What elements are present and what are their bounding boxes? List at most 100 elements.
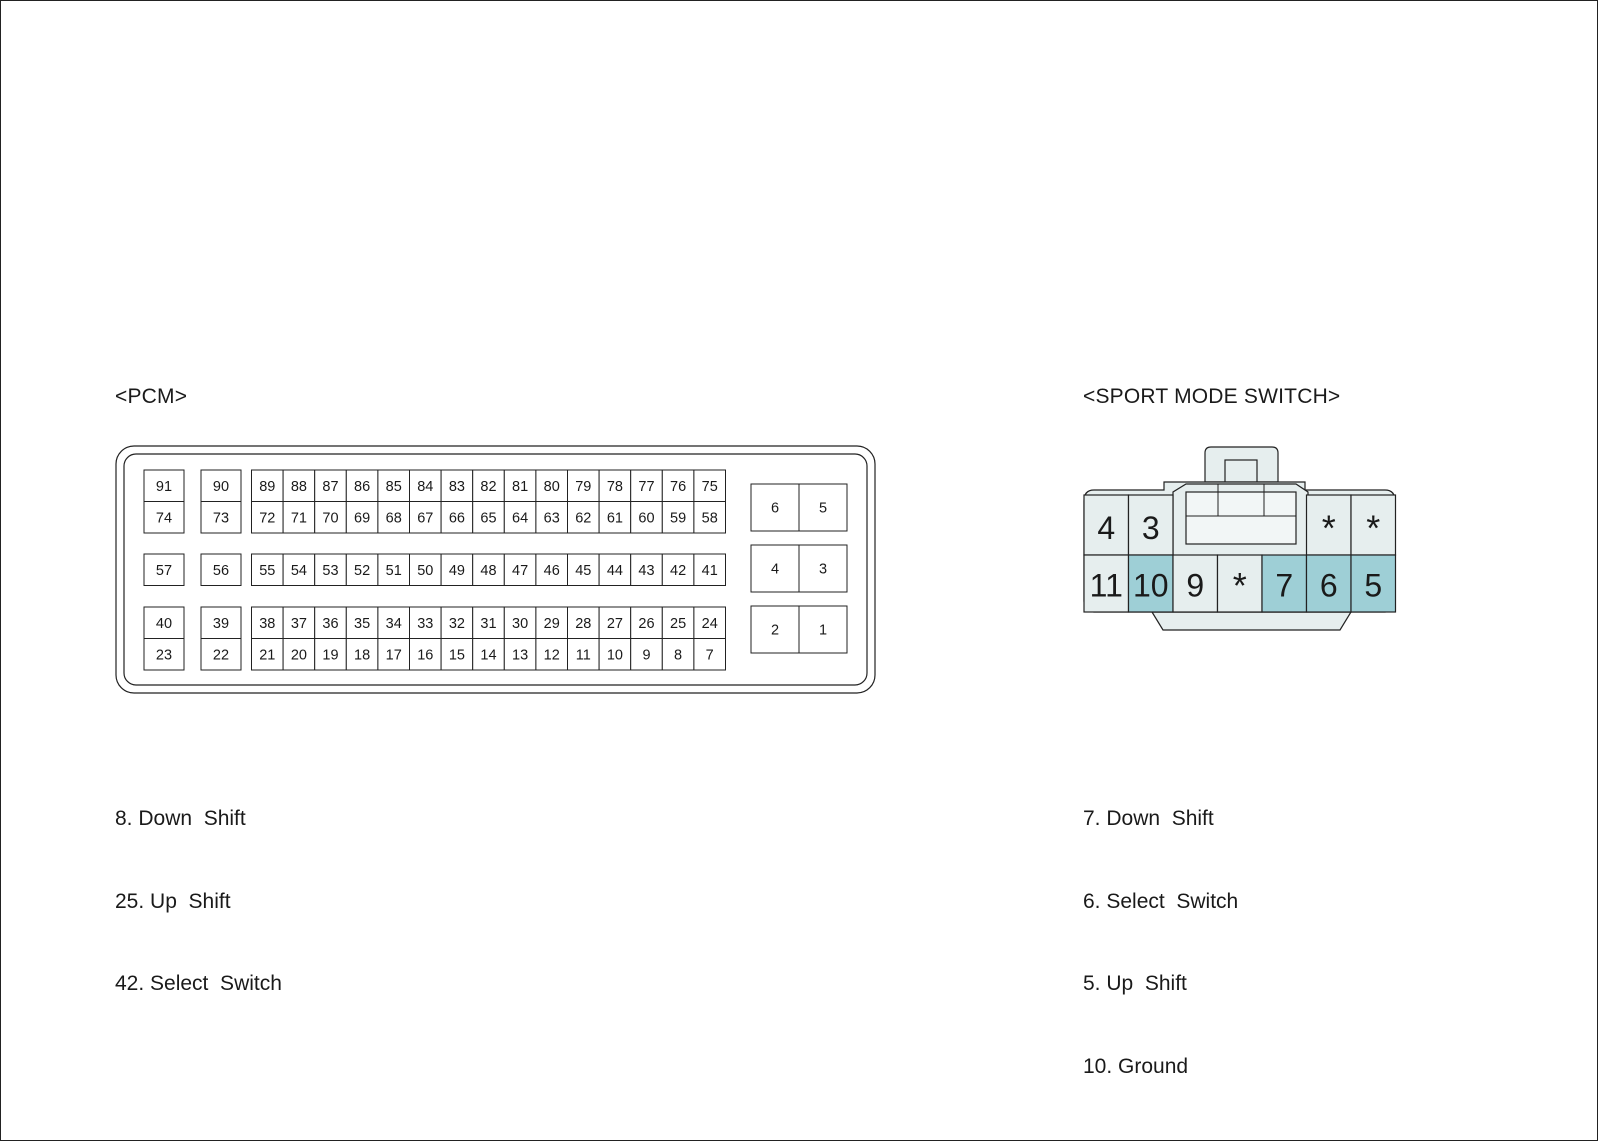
pin-cell [693, 638, 727, 671]
pin-label: 88 [291, 479, 307, 495]
pin-label: 56 [213, 563, 229, 579]
pin-label: 68 [386, 510, 402, 526]
pin-label: 8 [674, 647, 682, 663]
pin-label: 6 [771, 501, 779, 517]
pin-label: 81 [512, 479, 528, 495]
switch-pin-cell [1083, 554, 1130, 613]
pcm-inner-shell [123, 453, 868, 686]
pin-label: 67 [417, 510, 433, 526]
pin-cell [472, 553, 505, 586]
pin-label: 16 [417, 647, 433, 663]
pin-label: 39 [213, 616, 229, 632]
pin-label: 83 [449, 479, 465, 495]
switch-pin-cell [1083, 494, 1130, 556]
pcm-outer-shell [115, 445, 876, 694]
switch-pin-label: 11 [1090, 568, 1123, 604]
pin-cell [377, 553, 410, 586]
switch-pin-cell [1127, 554, 1174, 613]
pin-cell [282, 606, 316, 639]
pin-cell [503, 638, 537, 671]
pin-label: 38 [259, 616, 275, 632]
pin-label: 91 [156, 479, 172, 495]
pin-cell [345, 638, 379, 671]
pin-cell [472, 638, 505, 671]
pin-label: 66 [449, 510, 465, 526]
pin-label: 90 [213, 479, 229, 495]
pin-label: 24 [702, 616, 718, 632]
pin-label: 13 [512, 647, 528, 663]
pcm-legend-item: 25. Up Shift [115, 889, 231, 913]
pin-label: 48 [480, 563, 496, 579]
pin-label: 75 [702, 479, 718, 495]
pin-label: 23 [156, 647, 172, 663]
pin-label: 45 [575, 563, 591, 579]
pin-cell [750, 483, 800, 532]
pin-cell [535, 606, 569, 639]
switch-pin-cell [1261, 554, 1308, 613]
pin-cell [598, 606, 632, 639]
pin-label: 79 [575, 479, 591, 495]
switch-pin-label: 9 [1186, 568, 1204, 604]
pin-label: 47 [512, 563, 528, 579]
pin-cell [200, 501, 242, 534]
switch-pin-cell [1350, 554, 1397, 613]
pin-label: 59 [670, 510, 686, 526]
pin-cell [472, 501, 505, 534]
switch-legend: 7. Down Shift 6. Select Switch 5. Up Shi… [1083, 750, 1238, 1108]
pin-label: 52 [354, 563, 370, 579]
switch-pin-label: 10 [1133, 568, 1169, 604]
switch-pin-cell [1350, 494, 1397, 556]
pin-cell [143, 553, 185, 586]
pin-label: 85 [386, 479, 402, 495]
switch-pin-label: 6 [1320, 568, 1338, 604]
pin-cell [567, 553, 600, 586]
pin-label: 51 [386, 563, 402, 579]
switch-pin-label: * [1233, 565, 1247, 606]
pin-cell [798, 544, 848, 593]
pin-label: 28 [575, 616, 591, 632]
pin-cell [440, 606, 474, 639]
pin-label: 14 [480, 647, 496, 663]
pin-cell [409, 469, 442, 502]
pcm-legend: 8. Down Shift 25. Up Shift 42. Select Sw… [115, 750, 282, 1025]
pin-label: 57 [156, 563, 172, 579]
pin-cell [345, 553, 379, 586]
pin-label: 26 [638, 616, 654, 632]
switch-pin-label: 5 [1364, 568, 1382, 604]
pin-cell [503, 553, 537, 586]
pin-cell [200, 469, 242, 502]
pin-cell [661, 553, 695, 586]
switch-pin-cell [1305, 554, 1352, 613]
pin-cell [377, 501, 410, 534]
pin-cell [143, 469, 185, 502]
pin-label: 78 [607, 479, 623, 495]
pin-cell [251, 553, 284, 586]
pin-label: 22 [213, 647, 229, 663]
pin-label: 27 [607, 616, 623, 632]
switch-legend-item: 7. Down Shift [1083, 807, 1214, 830]
pin-cell [200, 638, 242, 671]
pin-cell [440, 469, 474, 502]
pin-cell [598, 553, 632, 586]
switch-pin-cell [1305, 494, 1352, 556]
pin-cell [693, 469, 727, 502]
pin-label: 46 [544, 563, 560, 579]
pin-cell [503, 501, 537, 534]
switch-pin-label: 3 [1142, 510, 1160, 546]
pin-label: 63 [544, 510, 560, 526]
pin-cell [630, 501, 663, 534]
pin-label: 70 [322, 510, 338, 526]
pin-cell [143, 638, 185, 671]
switch-recess-inner [1185, 491, 1297, 545]
pin-cell [798, 483, 848, 532]
pin-label: 43 [638, 563, 654, 579]
pin-label: 32 [449, 616, 465, 632]
pin-cell [750, 544, 800, 593]
pin-label: 64 [512, 510, 528, 526]
pin-label: 53 [322, 563, 338, 579]
pin-cell [598, 638, 632, 671]
pin-label: 4 [771, 562, 779, 578]
pin-label: 11 [576, 647, 591, 663]
